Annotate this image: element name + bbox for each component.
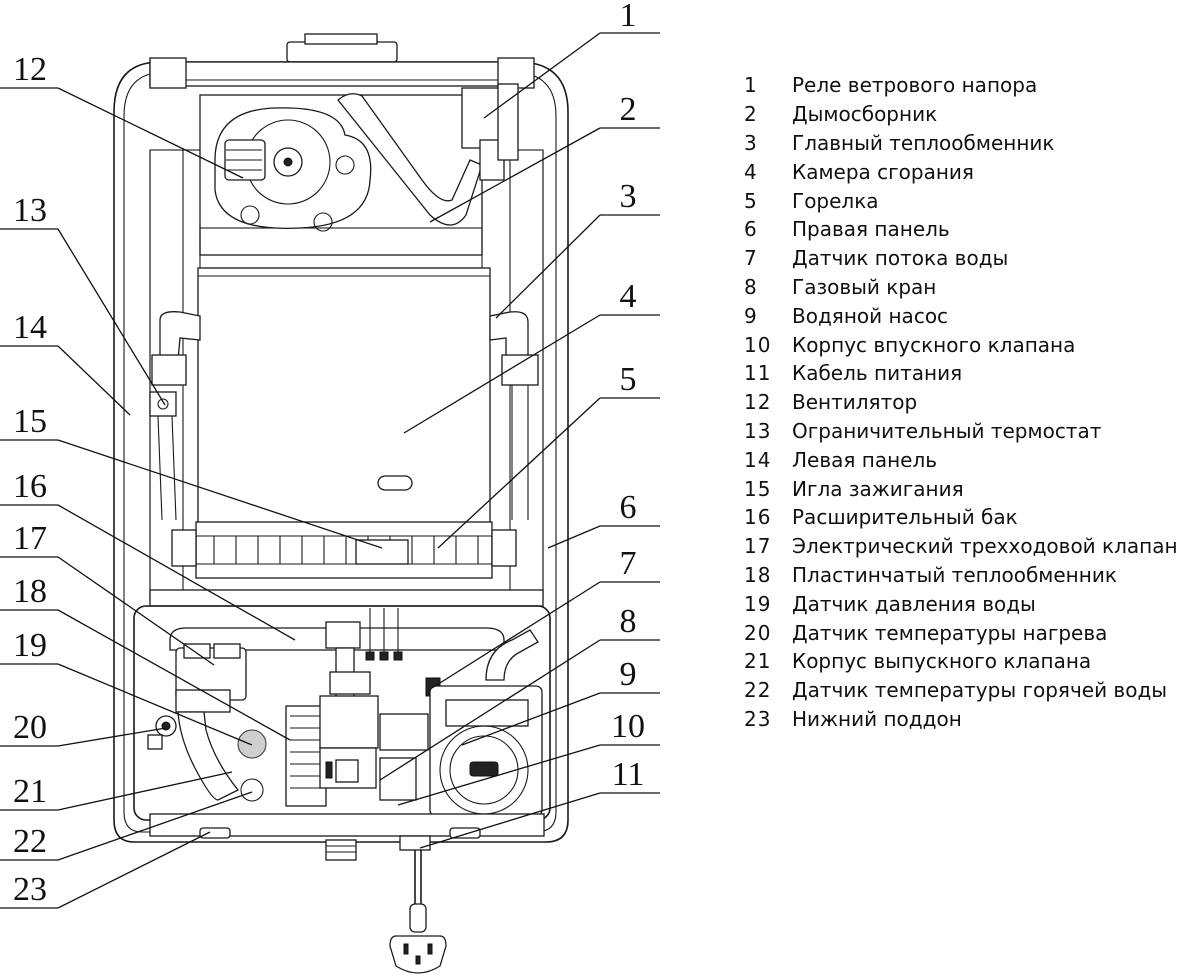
legend-number: 3 bbox=[744, 130, 758, 155]
legend-item: 22 Датчик температуры горячей воды bbox=[744, 676, 1200, 705]
leader-lines bbox=[0, 32, 660, 909]
legend-label: Датчик температуры горячей воды bbox=[792, 678, 1168, 703]
legend-item: 2 Дымосборник bbox=[744, 100, 1200, 129]
boiler-drawing bbox=[113, 33, 569, 974]
legend-number: 5 bbox=[744, 188, 758, 213]
legend-item: 6 Правая панель bbox=[744, 215, 1200, 244]
legend-number: 19 bbox=[744, 591, 772, 616]
legend-item: 19 Датчик давления воды bbox=[744, 589, 1200, 618]
legend-number: 2 bbox=[744, 102, 758, 127]
legend-item: 1 Реле ветрового напора bbox=[744, 71, 1200, 100]
callout-number-4: 4 bbox=[620, 278, 637, 315]
legend-label: Дымосборник bbox=[792, 102, 938, 127]
callout-number-23: 23 bbox=[13, 871, 47, 908]
legend-number: 4 bbox=[744, 159, 758, 184]
callout-number-2: 2 bbox=[620, 91, 637, 128]
legend-label: Корпус выпускного клапана bbox=[792, 649, 1092, 674]
legend-item: 3 Главный теплообменник bbox=[744, 129, 1200, 158]
legend-label: Корпус впускного клапана bbox=[792, 332, 1076, 357]
legend-item: 9 Водяной насос bbox=[744, 301, 1200, 330]
legend-label: Датчик потока воды bbox=[792, 246, 1009, 271]
legend-number: 17 bbox=[744, 534, 772, 559]
legend-label: Датчик температуры нагрева bbox=[792, 620, 1108, 645]
legend-label: Камера сгорания bbox=[792, 159, 974, 184]
legend-label: Вентилятор bbox=[792, 390, 918, 415]
legend-item: 4 Камера сгорания bbox=[744, 157, 1200, 186]
legend-label: Игла зажигания bbox=[792, 476, 964, 501]
legend-label: Водяной насос bbox=[792, 303, 949, 328]
legend: 1 Реле ветрового напора 2 Дымосборник 3 Гла… bbox=[744, 71, 1200, 733]
legend-number: 22 bbox=[744, 678, 772, 703]
legend-label: Левая панель bbox=[792, 447, 938, 472]
legend-item: 21 Корпус выпускного клапана bbox=[744, 647, 1200, 676]
legend-item: 5 Горелка bbox=[744, 186, 1200, 215]
legend-number: 6 bbox=[744, 217, 758, 242]
legend-number: 7 bbox=[744, 246, 758, 271]
legend-item: 14 Левая панель bbox=[744, 445, 1200, 474]
legend-number: 21 bbox=[744, 649, 772, 674]
legend-number: 18 bbox=[744, 562, 772, 587]
callout-number-9: 9 bbox=[620, 656, 637, 693]
callout-number-8: 8 bbox=[620, 603, 637, 640]
callout-number-17: 17 bbox=[13, 520, 47, 557]
legend-item: 16 Расширительный бак bbox=[744, 503, 1200, 532]
legend-number: 12 bbox=[744, 390, 772, 415]
legend-number: 9 bbox=[744, 303, 758, 328]
legend-item: 7 Датчик потока воды bbox=[744, 244, 1200, 273]
legend-label: Горелка bbox=[792, 188, 879, 213]
legend-label: Реле ветрового напора bbox=[792, 73, 1038, 98]
callout-number-16: 16 bbox=[13, 468, 47, 505]
legend-number: 15 bbox=[744, 476, 772, 501]
legend-number: 14 bbox=[744, 447, 772, 472]
callout-number-21: 21 bbox=[13, 773, 47, 810]
legend-label: Расширительный бак bbox=[792, 505, 1018, 530]
legend-label: Кабель питания bbox=[792, 361, 963, 386]
callout-number-15: 15 bbox=[13, 403, 47, 440]
legend-label: Электрический трехходовой клапан bbox=[792, 534, 1178, 559]
legend-item: 20 Датчик температуры нагрева bbox=[744, 618, 1200, 647]
legend-label: Главный теплообменник bbox=[792, 130, 1055, 155]
legend-label: Пластинчатый теплообменник bbox=[792, 562, 1117, 587]
callout-number-13: 13 bbox=[13, 192, 47, 229]
callout-number-1: 1 bbox=[620, 0, 637, 34]
legend-item: 8 Газовый кран bbox=[744, 273, 1200, 302]
legend-number: 1 bbox=[744, 73, 758, 98]
callout-number-14: 14 bbox=[13, 309, 47, 346]
legend-item: 17 Электрический трехходовой клапан bbox=[744, 532, 1200, 561]
legend-number: 13 bbox=[744, 418, 772, 443]
legend-number: 8 bbox=[744, 274, 758, 299]
legend-item: 12 Вентилятор bbox=[744, 388, 1200, 417]
callout-number-22: 22 bbox=[13, 823, 47, 860]
callout-number-6: 6 bbox=[620, 489, 637, 526]
legend-label: Ограничительный термостат bbox=[792, 418, 1102, 443]
callout-number-7: 7 bbox=[620, 545, 637, 582]
legend-item: 15 Игла зажигания bbox=[744, 474, 1200, 503]
callout-number-18: 18 bbox=[13, 573, 47, 610]
legend-number: 16 bbox=[744, 505, 772, 530]
callout-number-5: 5 bbox=[620, 361, 637, 398]
callout-number-3: 3 bbox=[620, 178, 637, 215]
legend-label: Правая панель bbox=[792, 217, 950, 242]
legend-item: 18 Пластинчатый теплообменник bbox=[744, 561, 1200, 590]
callout-number-19: 19 bbox=[13, 627, 47, 664]
callout-numbers: 1 2 3 4 5 6 7 8 9 10 11 12 13 14 15 16 1… bbox=[13, 0, 645, 908]
legend-label: Газовый кран bbox=[792, 274, 937, 299]
legend-item: 23 Нижний поддон bbox=[744, 705, 1200, 734]
legend-number: 23 bbox=[744, 706, 772, 731]
legend-label: Нижний поддон bbox=[792, 706, 962, 731]
callout-number-20: 20 bbox=[13, 709, 47, 746]
legend-item: 10 Корпус впускного клапана bbox=[744, 330, 1200, 359]
legend-item: 13 Ограничительный термостат bbox=[744, 417, 1200, 446]
legend-label: Датчик давления воды bbox=[792, 591, 1036, 616]
legend-item: 11 Кабель питания bbox=[744, 359, 1200, 388]
legend-number: 20 bbox=[744, 620, 772, 645]
legend-number: 11 bbox=[744, 361, 772, 386]
callout-number-10: 10 bbox=[611, 708, 645, 745]
callout-number-12: 12 bbox=[13, 51, 47, 88]
legend-number: 10 bbox=[744, 332, 772, 357]
callout-number-11: 11 bbox=[612, 756, 645, 793]
